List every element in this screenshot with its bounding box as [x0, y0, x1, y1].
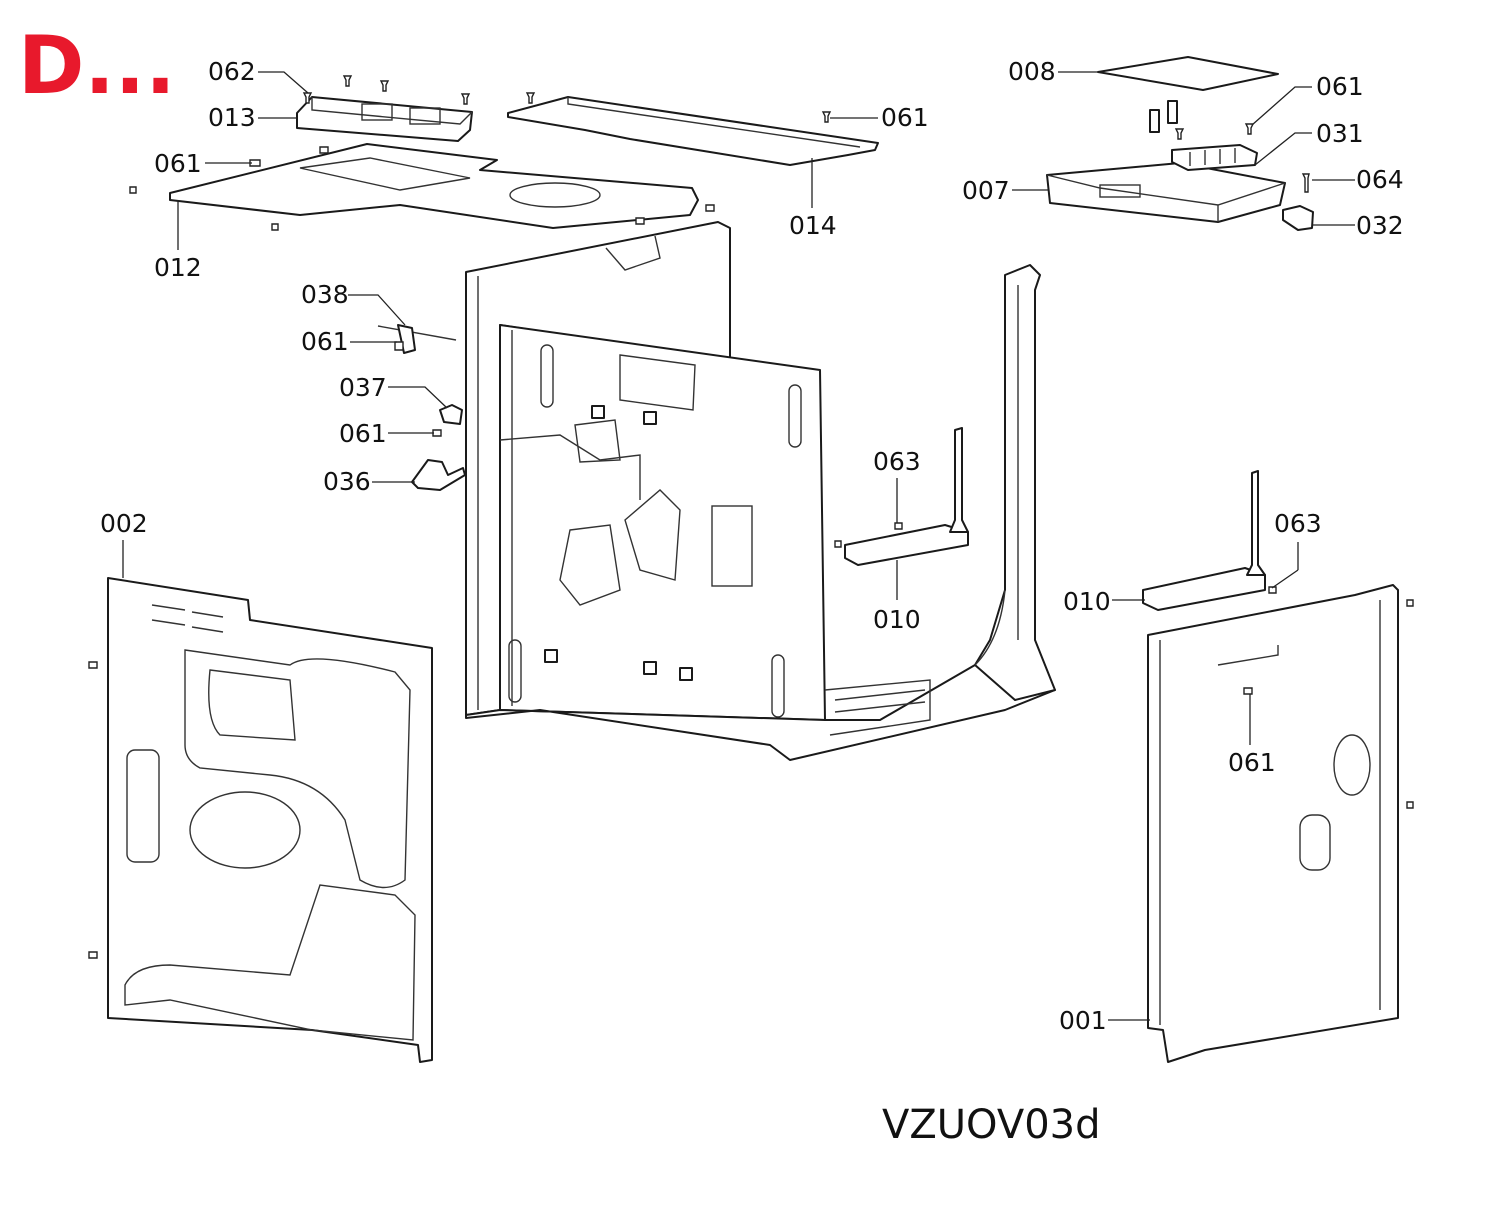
part-010-right: [1142, 470, 1266, 611]
part-031: [1171, 144, 1258, 171]
part-002: [107, 577, 433, 1063]
label-007: 007: [962, 176, 1010, 205]
part-032: [1282, 205, 1314, 231]
label-037: 037: [339, 373, 387, 402]
part-001: [1147, 584, 1399, 1063]
screws-062: [302, 75, 471, 105]
label-012: 012: [154, 253, 202, 282]
label-031: 031: [1316, 119, 1364, 148]
leader-lines: [122, 71, 1355, 1021]
label-061: 061: [301, 327, 349, 356]
label-063: 063: [873, 447, 921, 476]
brand-logo: D...: [18, 19, 176, 112]
label-002: 002: [100, 509, 148, 538]
label-010: 010: [873, 605, 921, 634]
part-012: [169, 143, 699, 229]
label-036: 036: [323, 467, 371, 496]
label-008: 008: [1008, 57, 1056, 86]
label-061: 061: [1316, 72, 1364, 101]
label-064: 064: [1356, 165, 1404, 194]
part-013: [296, 96, 473, 142]
label-061: 061: [339, 419, 387, 448]
label-010: 010: [1063, 587, 1111, 616]
diagram-code: VZUOV03d: [882, 1102, 1100, 1148]
part-labels: 062 013 061 012 008 061 031 007 064 032 …: [100, 57, 1404, 1035]
part-007: [1046, 162, 1286, 223]
label-061: 061: [881, 103, 929, 132]
label-001: 001: [1059, 1006, 1107, 1035]
part-037: [439, 404, 463, 425]
label-038: 038: [301, 280, 349, 309]
part-008: [1097, 56, 1279, 91]
part-038: [377, 324, 457, 354]
label-013: 013: [208, 103, 256, 132]
label-061: 061: [1228, 748, 1276, 777]
label-014: 014: [789, 211, 837, 240]
label-062: 062: [208, 57, 256, 86]
part-014: [507, 96, 879, 166]
main-cabinet-frame: [465, 221, 1056, 761]
part-010-left: [844, 427, 969, 566]
label-063: 063: [1274, 509, 1322, 538]
label-061: 061: [154, 149, 202, 178]
part-036: [411, 459, 466, 491]
label-032: 032: [1356, 211, 1404, 240]
